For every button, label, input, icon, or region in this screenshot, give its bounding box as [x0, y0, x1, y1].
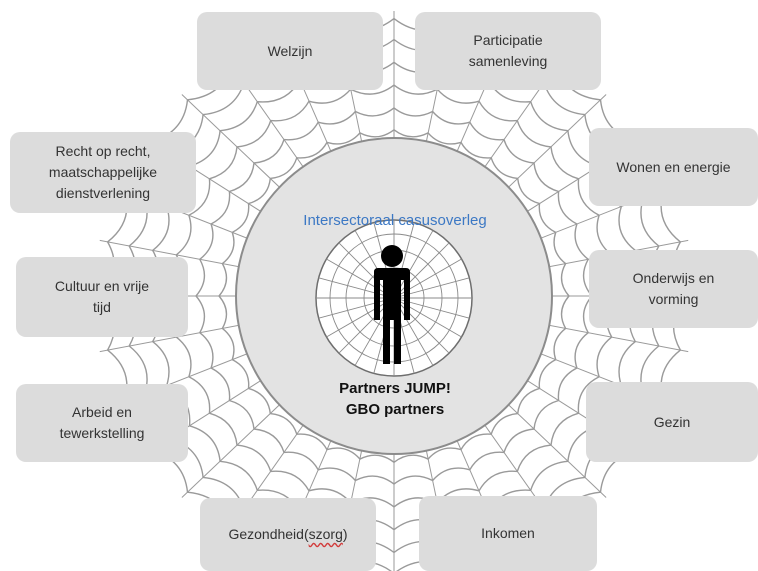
domain-box-gezondheid: Gezondheid(szorg)	[200, 498, 376, 571]
domain-label: Onderwijs en vorming	[632, 270, 715, 307]
person-icon	[374, 245, 410, 364]
domain-label: Cultuur en vrije tijd	[54, 278, 150, 315]
center-title: Intersectoraal casusoverleg	[303, 212, 487, 229]
domain-label: Participatie samenleving	[468, 32, 548, 69]
domain-label: Welzijn	[267, 42, 313, 59]
domain-label: Gezondheid(szorg)	[228, 524, 347, 545]
domain-label: Inkomen	[481, 525, 535, 541]
domain-label: Recht op recht, maatschappelijke dienstv…	[48, 143, 158, 201]
domain-box-onderwijs: Onderwijs en vorming	[589, 250, 758, 328]
domain-box-welzijn: Welzijn	[197, 12, 383, 90]
domain-label: Arbeid en tewerkstelling	[59, 404, 145, 441]
domain-box-participatie: Participatie samenleving	[415, 12, 601, 90]
domain-box-gezin: Gezin	[586, 382, 758, 462]
domain-box-wonen: Wonen en energie	[589, 128, 758, 206]
partners-text: Partners JUMP! GBO partners	[339, 380, 451, 418]
domain-label: Wonen en energie	[616, 158, 731, 175]
domain-box-cultuur: Cultuur en vrije tijd	[16, 257, 188, 337]
domain-box-arbeid: Arbeid en tewerkstelling	[16, 384, 188, 462]
domain-box-recht: Recht op recht, maatschappelijke dienstv…	[10, 132, 196, 213]
domain-label: Gezin	[653, 413, 691, 430]
domain-box-inkomen: Inkomen	[419, 496, 597, 571]
domain-label-main: Gezondheid(	[228, 526, 309, 542]
spellcheck-underline: szorg	[308, 526, 343, 542]
domain-label-tail: )	[342, 526, 348, 542]
